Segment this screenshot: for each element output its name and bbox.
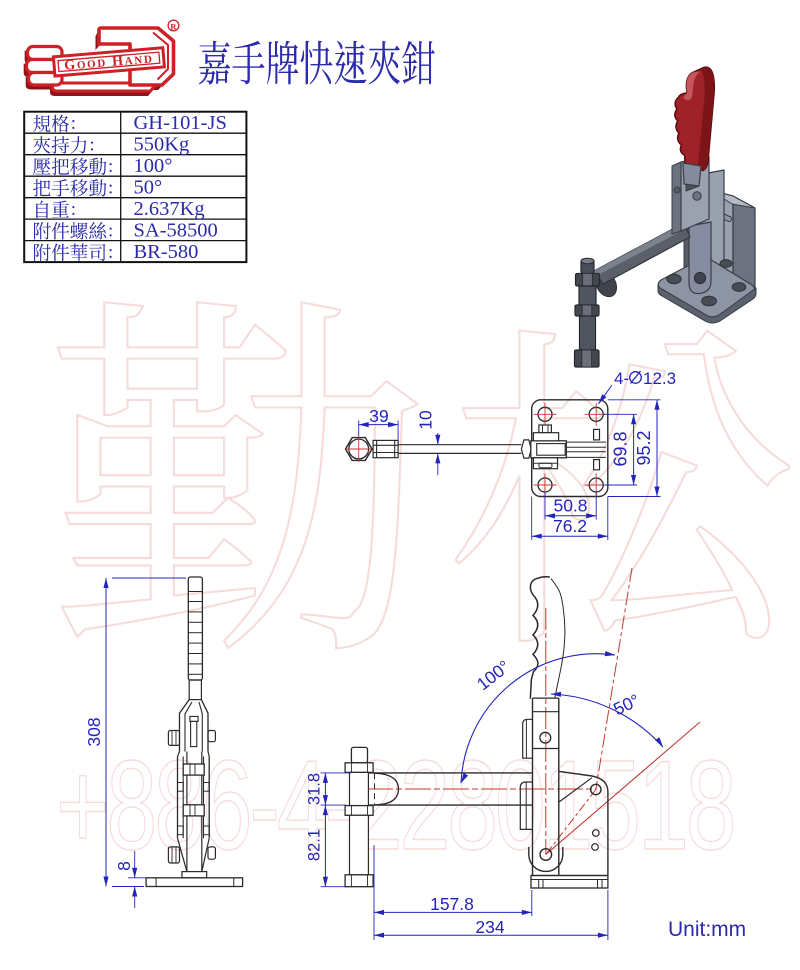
svg-text:82.1: 82.1 bbox=[305, 829, 323, 861]
svg-text:2.637Kg: 2.637Kg bbox=[134, 198, 205, 220]
svg-text:BR-580: BR-580 bbox=[134, 241, 199, 263]
svg-text::: : bbox=[108, 177, 113, 198]
svg-text:157.8: 157.8 bbox=[430, 894, 474, 914]
svg-text:76.2: 76.2 bbox=[553, 516, 587, 536]
svg-text:308: 308 bbox=[84, 717, 104, 746]
svg-text::: : bbox=[89, 134, 94, 155]
svg-text:50.8: 50.8 bbox=[553, 496, 587, 516]
svg-text::: : bbox=[108, 242, 113, 263]
svg-text:100°: 100° bbox=[134, 155, 173, 177]
svg-text:Unit:mm: Unit:mm bbox=[668, 918, 746, 941]
svg-text:234: 234 bbox=[475, 917, 504, 937]
svg-text:550Kg: 550Kg bbox=[134, 134, 190, 156]
svg-text:12.3: 12.3 bbox=[643, 369, 676, 388]
svg-text:69.8: 69.8 bbox=[611, 431, 631, 466]
svg-text:8: 8 bbox=[114, 861, 134, 871]
svg-text:R: R bbox=[170, 22, 177, 32]
svg-text::: : bbox=[71, 113, 76, 134]
svg-text:SA-58500: SA-58500 bbox=[134, 220, 218, 242]
svg-text::: : bbox=[108, 156, 113, 177]
svg-text:39: 39 bbox=[369, 406, 388, 426]
svg-text:95.2: 95.2 bbox=[634, 430, 654, 465]
svg-text:+886-4-22801518: +886-4-22801518 bbox=[56, 735, 736, 876]
svg-text::: : bbox=[108, 220, 113, 241]
svg-text:4-: 4- bbox=[614, 369, 629, 388]
svg-text:100°: 100° bbox=[473, 656, 514, 694]
svg-text:50°: 50° bbox=[610, 690, 642, 719]
svg-text:10: 10 bbox=[416, 410, 436, 430]
svg-text:50°: 50° bbox=[134, 177, 163, 199]
svg-text:GH-101-JS: GH-101-JS bbox=[134, 112, 227, 134]
svg-text::: : bbox=[71, 199, 76, 220]
svg-text:31.8: 31.8 bbox=[305, 773, 323, 805]
